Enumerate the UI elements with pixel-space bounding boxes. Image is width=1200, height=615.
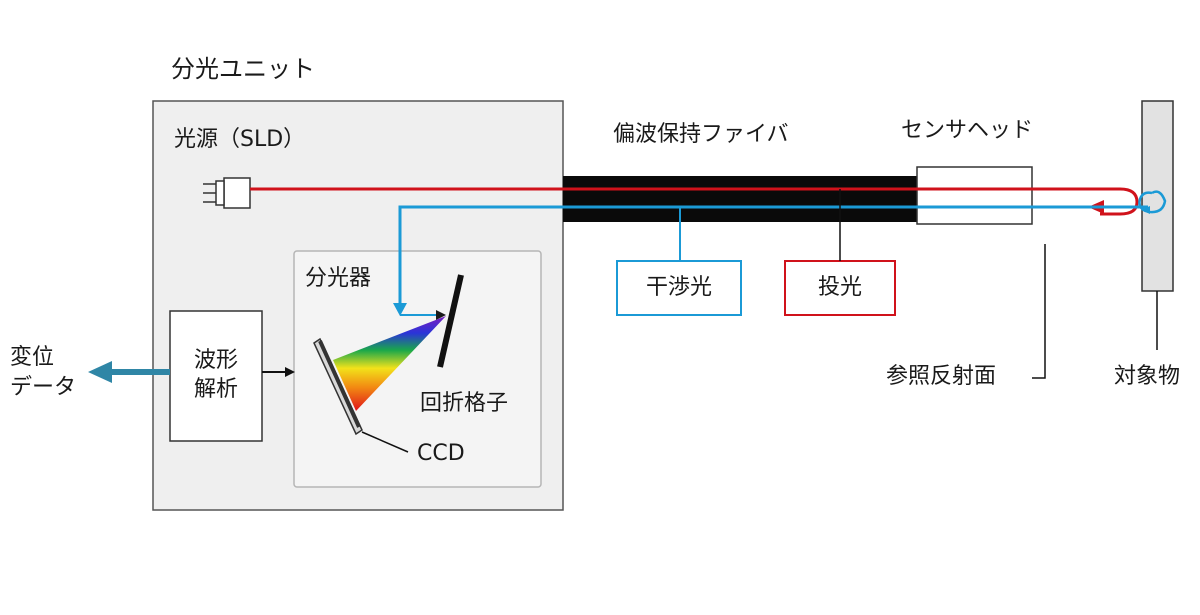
ccd-leader bbox=[361, 431, 409, 453]
target-object-plate bbox=[1141, 100, 1174, 292]
projected-light-label: 投光 bbox=[817, 274, 862, 300]
interference-light-arrowhead-down bbox=[393, 303, 407, 316]
reflection-loop-arrowhead bbox=[1141, 206, 1150, 214]
ccd-sensor bbox=[313, 337, 363, 436]
displacement-line-2: データ bbox=[10, 374, 77, 400]
spectrum-fan bbox=[333, 316, 446, 411]
waveform-analysis-label: 波形 解析 bbox=[170, 311, 262, 441]
target-object-label: 対象物 bbox=[1114, 364, 1181, 389]
displacement-line-1: 変位 bbox=[10, 345, 55, 370]
spectro-unit-label: 分光ユニット bbox=[171, 55, 315, 83]
light-source-label: 光源（SLD） bbox=[174, 127, 306, 152]
reference-surface-label: 参照反射面 bbox=[886, 364, 997, 389]
waveform-analysis-box bbox=[169, 310, 263, 442]
projected-light-path bbox=[250, 187, 1139, 216]
grating-label: 回折格子 bbox=[420, 391, 509, 416]
diffraction-grating bbox=[437, 274, 464, 368]
analysis-input-arrowhead bbox=[285, 367, 295, 377]
interference-light-label: 干渉光 bbox=[645, 274, 712, 300]
output-arrowhead bbox=[88, 361, 112, 383]
spectrometer-label: 分光器 bbox=[305, 266, 372, 291]
sensor-head-box bbox=[916, 166, 1033, 225]
sld-connector-icon bbox=[203, 177, 251, 209]
waveform-analysis-line-2: 解析 bbox=[193, 377, 238, 402]
interference-light-path bbox=[398, 205, 1148, 305]
interference-light-box bbox=[616, 260, 742, 316]
reference-surface-leader bbox=[1032, 244, 1046, 379]
fiber-cable bbox=[563, 176, 917, 222]
sensor-head-label: センサヘッド bbox=[901, 118, 1034, 143]
waveform-analysis-line-1: 波形 bbox=[193, 348, 238, 374]
ccd-label: CCD bbox=[417, 441, 465, 466]
displacement-data-label: 変位 データ bbox=[10, 343, 76, 402]
branch-arrowhead bbox=[436, 310, 446, 320]
fiber-label: 偏波保持ファイバ bbox=[613, 122, 789, 147]
